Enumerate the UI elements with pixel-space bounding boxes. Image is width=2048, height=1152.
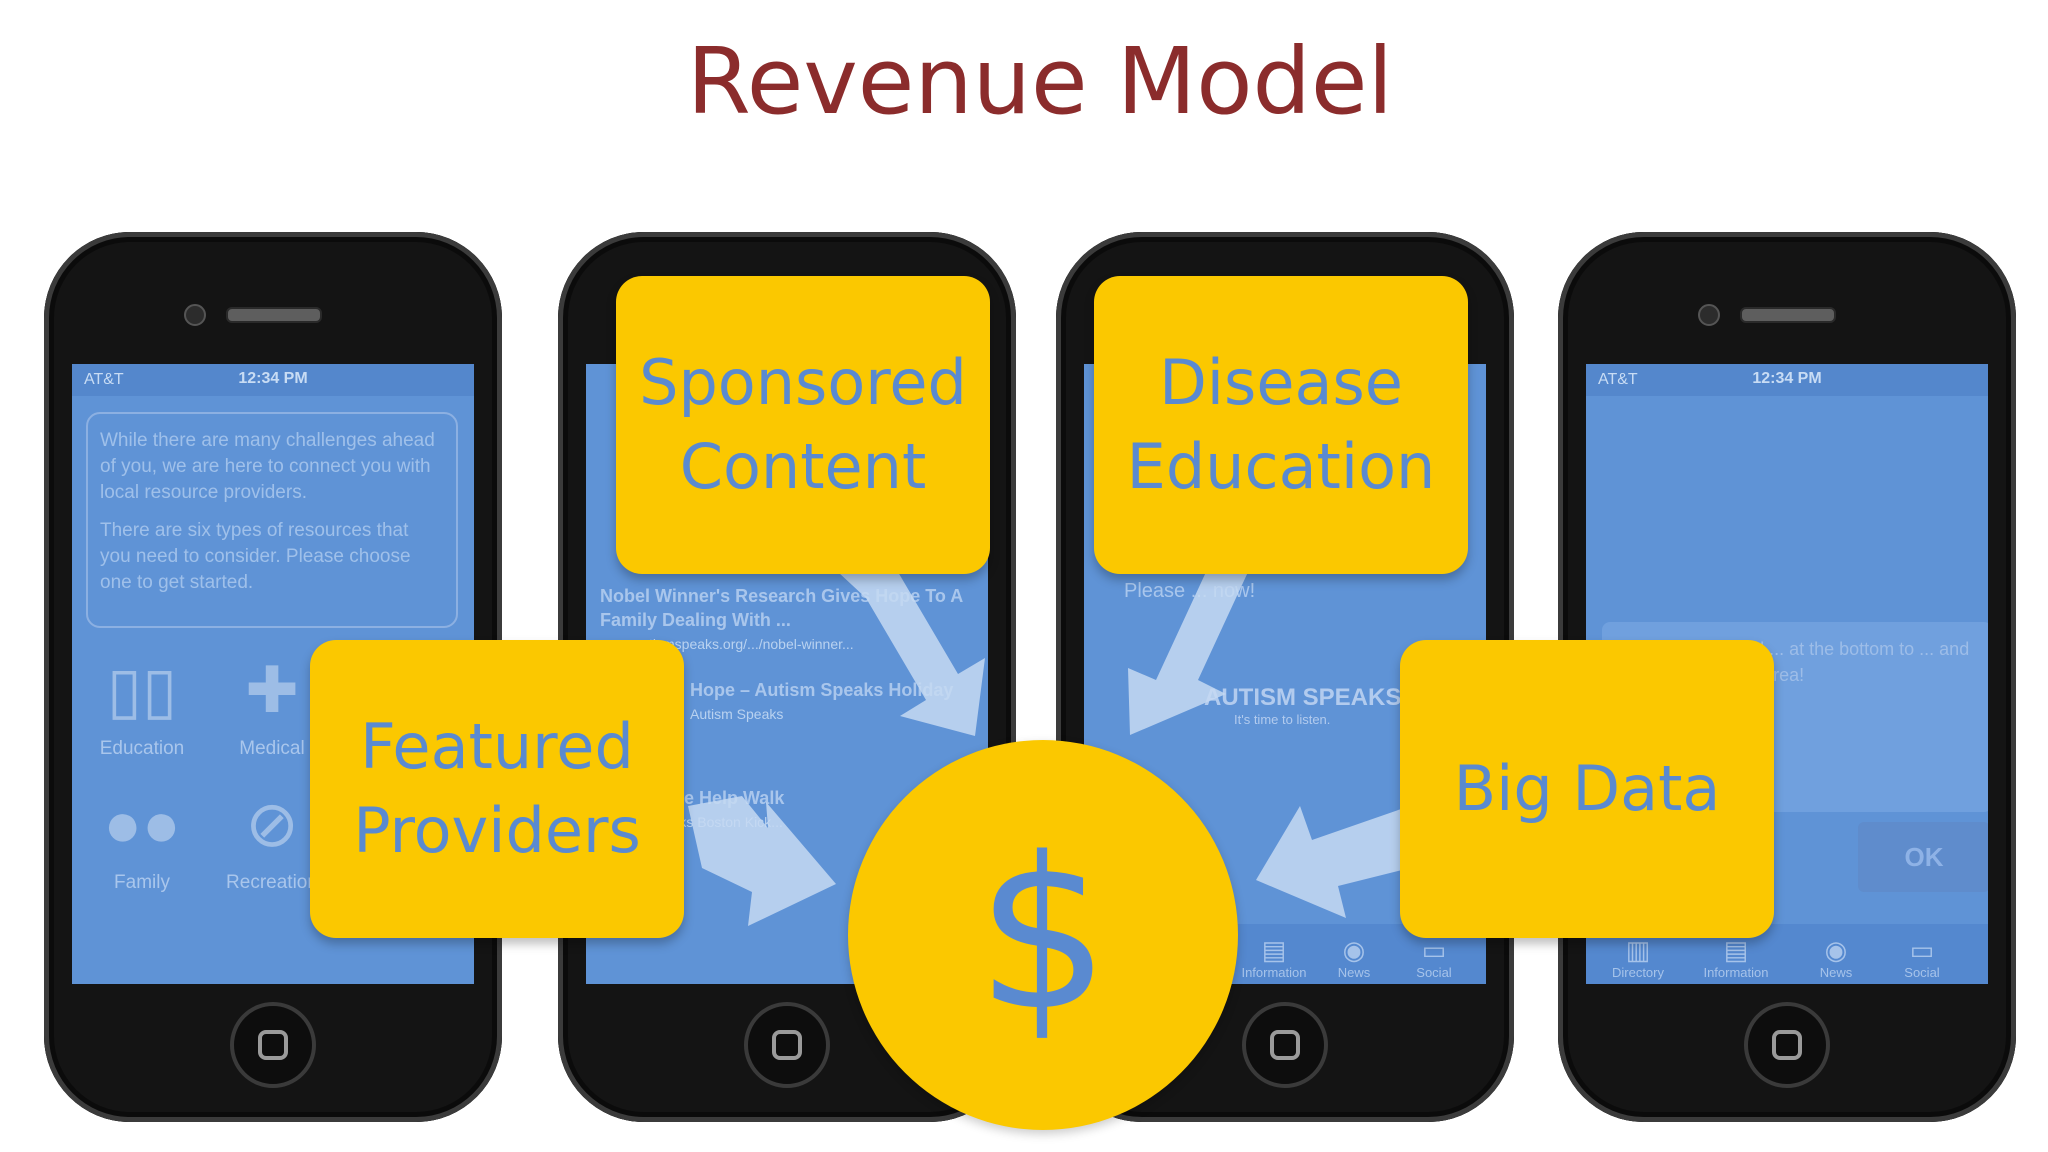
category-education[interactable]: ▯▯ Education	[72, 654, 212, 760]
prompt-text: Please ... now!	[1124, 580, 1256, 602]
racket-icon: ⊘	[245, 788, 299, 860]
category-family[interactable]: ●● Family	[72, 788, 212, 894]
info-icon: ▤	[1261, 935, 1287, 965]
intro-text-1: While there are many challenges ahead of…	[100, 430, 435, 503]
directory-icon: ▥	[1625, 935, 1651, 965]
dollar-icon: $	[976, 812, 1110, 1057]
tab-directory[interactable]: ▥Directory	[1598, 935, 1678, 980]
category-recreation[interactable]: ⊘ Recreation	[202, 788, 342, 894]
home-button	[1744, 1002, 1830, 1088]
status-bar: AT&T 12:34 PM	[72, 364, 474, 396]
revenue-circle: $	[848, 740, 1238, 1130]
chat-icon: ▭	[1421, 935, 1447, 965]
home-button	[744, 1002, 830, 1088]
tab-social[interactable]: ▭Social	[1882, 935, 1962, 980]
speaker-grille	[1740, 307, 1836, 323]
tab-news[interactable]: ◉News	[1314, 935, 1394, 980]
carrier-label: AT&T	[84, 371, 124, 388]
intro-bubble: While there are many challenges ahead of…	[86, 412, 458, 628]
news-icon: ◉	[1824, 935, 1848, 965]
camera-icon	[1698, 304, 1720, 326]
medical-cross-icon: ✚	[245, 654, 299, 726]
family-icon: ●●	[103, 788, 181, 860]
tab-information[interactable]: ▤Information	[1234, 935, 1314, 980]
clock-label: 12:34 PM	[1752, 370, 1822, 387]
ok-button[interactable]: OK	[1858, 822, 1988, 892]
autism-speaks-logo: AUTISM SPEAKS It's time to listen.	[1204, 684, 1402, 727]
speaker-grille	[226, 307, 322, 323]
intro-text-2: There are six types of resources that yo…	[100, 520, 411, 593]
category-medical[interactable]: ✚ Medical	[202, 654, 342, 760]
home-button	[1242, 1002, 1328, 1088]
clock-label: 12:34 PM	[238, 370, 308, 387]
big-data-box: Big Data	[1400, 640, 1774, 938]
home-button	[230, 1002, 316, 1088]
status-bar: AT&T 12:34 PM	[1586, 364, 1988, 396]
tab-news[interactable]: ◉News	[1796, 935, 1876, 980]
chat-icon: ▭	[1909, 935, 1935, 965]
book-icon: ▯▯	[106, 654, 178, 726]
feed-item[interactable]: Hope – Autism Speaks Holiday Autism Spea…	[690, 680, 954, 722]
tab-information[interactable]: ▤Information	[1696, 935, 1776, 980]
slide-title: Revenue Model	[686, 28, 1394, 135]
tab-social[interactable]: ▭Social	[1394, 935, 1474, 980]
carrier-label: AT&T	[1598, 371, 1638, 388]
info-icon: ▤	[1723, 935, 1749, 965]
news-icon: ◉	[1342, 935, 1366, 965]
camera-icon	[184, 304, 206, 326]
